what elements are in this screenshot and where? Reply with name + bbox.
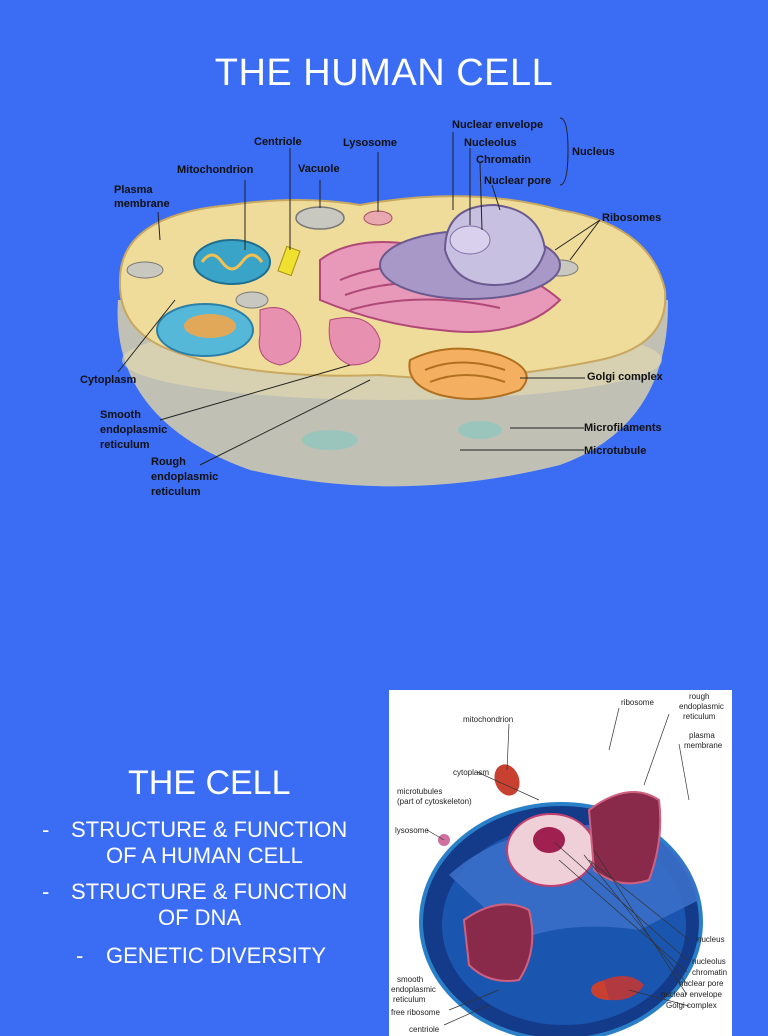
label-vacuole: Vacuole bbox=[298, 163, 340, 175]
label-plasma-2: membrane bbox=[114, 198, 170, 210]
golgi-cut bbox=[604, 976, 644, 1001]
lower-mito bbox=[302, 430, 358, 450]
label-rough-er-1: Rough bbox=[151, 456, 186, 468]
label-cytoplasm: Cytoplasm bbox=[80, 374, 136, 386]
img-label-mitochondrion: mitochondrion bbox=[463, 715, 513, 724]
centriole-shape bbox=[277, 245, 301, 277]
lower-mito-2 bbox=[458, 421, 502, 439]
nucleolus-cut bbox=[533, 827, 565, 853]
img-label-plasma-2: membrane bbox=[684, 741, 723, 750]
img-label-chromatin: chromatin bbox=[692, 968, 727, 977]
img-label-rough-3: reticulum bbox=[683, 712, 716, 721]
mitochondrion-inner-2 bbox=[184, 314, 236, 338]
rough-er-stack bbox=[587, 791, 662, 885]
label-lysosome: Lysosome bbox=[343, 137, 397, 149]
vacuole-shape-4 bbox=[126, 261, 164, 279]
nucleolus-shape bbox=[449, 225, 491, 255]
bullet-dash: - bbox=[42, 879, 50, 904]
label-smooth-er-1: Smooth bbox=[100, 409, 141, 421]
vacuole-shape bbox=[295, 206, 345, 230]
label-nucleolus: Nucleolus bbox=[464, 137, 517, 149]
label-plasma-1: Plasma bbox=[114, 184, 153, 196]
img-label-nucleolus: nucleolus bbox=[692, 957, 726, 966]
bullet-text-line1: STRUCTURE & FUNCTION bbox=[71, 879, 348, 904]
img-label-nuclear-envelope: nuclear envelope bbox=[661, 990, 722, 999]
img-label-centriole: centriole bbox=[409, 1025, 440, 1034]
smooth-er-shape-2 bbox=[328, 317, 381, 366]
label-ribosomes: Ribosomes bbox=[602, 212, 661, 224]
img-label-smooth-2: endoplasmic bbox=[391, 985, 436, 994]
rough-er-stack-2 bbox=[462, 903, 534, 982]
cell-cutaway-diagram: mitochondrion ribosome rough endoplasmic… bbox=[391, 692, 727, 1036]
img-label-microtubules-1: microtubules bbox=[397, 787, 442, 796]
leader-lines bbox=[117, 117, 601, 466]
label-nucleus: Nucleus bbox=[572, 146, 615, 158]
slide-the-cell: THE CELL - STRUCTURE & FUNCTION OF A HUM… bbox=[0, 512, 768, 1036]
cell-cutaway-image: mitochondrion ribosome rough endoplasmic… bbox=[389, 690, 732, 1036]
img-label-plasma-1: plasma bbox=[689, 731, 715, 740]
label-nuclear-envelope: Nuclear envelope bbox=[452, 119, 543, 131]
img-label-golgi: Golgi complex bbox=[666, 1001, 717, 1010]
slide-human-cell: THE HUMAN CELL bbox=[0, 0, 768, 512]
label-centriole: Centriole bbox=[254, 136, 302, 148]
cutaway-leaders bbox=[426, 707, 690, 1026]
vacuole-shape-2 bbox=[235, 291, 269, 309]
label-golgi: Golgi complex bbox=[587, 371, 664, 383]
mito-cut bbox=[494, 764, 520, 796]
img-label-lysosome: lysosome bbox=[395, 826, 429, 835]
human-cell-diagram: Nuclear envelope Nucleolus Chromatin Nuc… bbox=[80, 117, 669, 498]
slide-title: THE CELL bbox=[128, 764, 291, 802]
bullet-dash: - bbox=[76, 943, 84, 968]
img-label-rough-2: endoplasmic bbox=[679, 702, 724, 711]
bullet-text-line2: OF A HUMAN CELL bbox=[106, 843, 303, 868]
img-label-ribosome: ribosome bbox=[621, 698, 654, 707]
slide-title: THE HUMAN CELL bbox=[214, 52, 554, 94]
golgi-shape bbox=[408, 347, 528, 400]
img-label-free-ribosome: free ribosome bbox=[391, 1008, 440, 1017]
mitochondrion-shape bbox=[193, 239, 271, 285]
label-rough-er-3: reticulum bbox=[151, 486, 201, 498]
mitochondrion-cristae bbox=[200, 253, 264, 271]
label-microfilaments: Microfilaments bbox=[584, 422, 662, 434]
bullet-text-line1: STRUCTURE & FUNCTION bbox=[71, 817, 348, 842]
smooth-er-shape bbox=[258, 307, 302, 366]
img-label-rough-1: rough bbox=[689, 692, 709, 701]
img-label-microtubules-2: (part of cytoskeleton) bbox=[397, 797, 472, 806]
bullet-dash: - bbox=[42, 817, 50, 842]
bullet-text-line1: GENETIC DIVERSITY bbox=[106, 943, 327, 968]
label-nuclear-pore: Nuclear pore bbox=[484, 175, 551, 187]
label-microtubule: Microtubule bbox=[584, 445, 646, 457]
bullet-text-line2: OF DNA bbox=[158, 905, 242, 930]
img-label-cytoplasm: cytoplasm bbox=[453, 768, 489, 777]
golgi-folds bbox=[424, 361, 506, 383]
label-rough-er-2: endoplasmic bbox=[151, 471, 218, 483]
label-smooth-er-3: reticulum bbox=[100, 439, 150, 451]
img-label-smooth-3: reticulum bbox=[393, 995, 426, 1004]
label-mitochondrion: Mitochondrion bbox=[177, 164, 254, 176]
img-label-nucleus: nucleus bbox=[697, 935, 725, 944]
img-label-nuclear-pore: nuclear pore bbox=[679, 979, 724, 988]
img-label-smooth-1: smooth bbox=[397, 975, 423, 984]
label-chromatin: Chromatin bbox=[476, 154, 531, 166]
lysosome-shape bbox=[363, 210, 393, 226]
label-smooth-er-2: endoplasmic bbox=[100, 424, 167, 436]
